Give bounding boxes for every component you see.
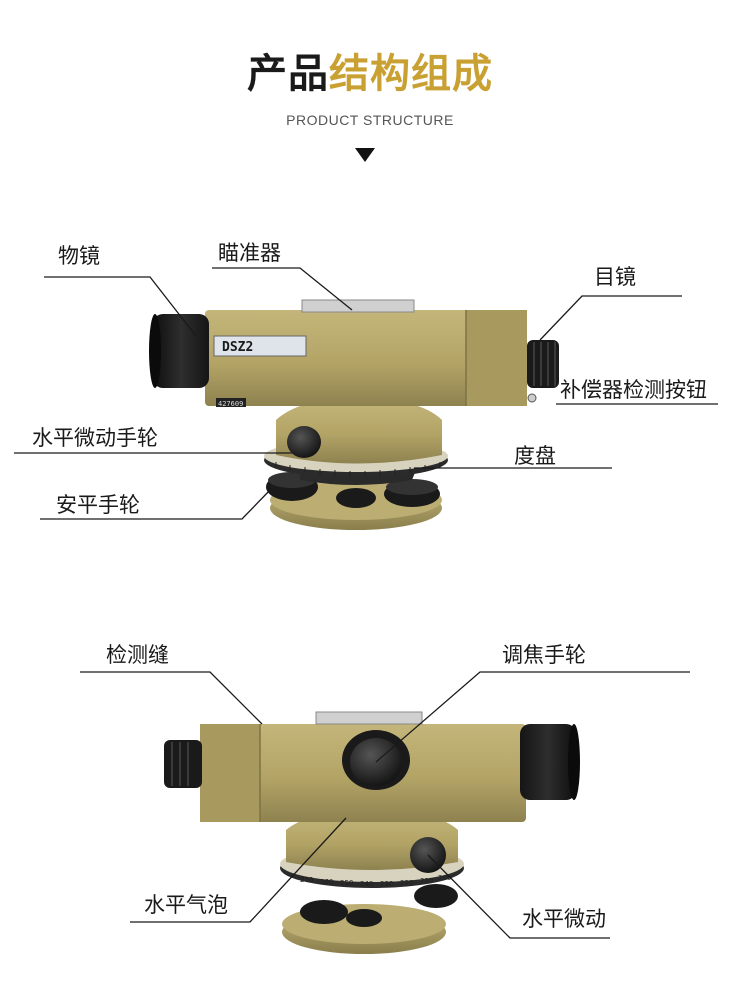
label-horizontal-fine: 水平微动 bbox=[522, 907, 606, 931]
serial-plate-text: 427609 bbox=[218, 400, 243, 408]
label-level-bubble: 水平气泡 bbox=[144, 893, 228, 917]
down-arrow-icon bbox=[355, 148, 375, 162]
eyepiece-bottom bbox=[164, 740, 202, 788]
dial-number: 270 bbox=[300, 876, 313, 884]
model-plate bbox=[213, 335, 307, 357]
page-title: 产品结构组成 bbox=[0, 48, 740, 100]
title-part2: 结构组成 bbox=[329, 51, 493, 97]
model-plate-text: DSZ2 bbox=[222, 340, 253, 355]
bottom-instrument-drawing: 270 260 250 240 230 220 210 200 bbox=[80, 671, 690, 954]
dial-number: 230 bbox=[380, 880, 393, 888]
title-part1: 产品 bbox=[247, 51, 329, 97]
bottom-instrument-view: 270 260 250 240 230 220 210 200 bbox=[0, 560, 740, 1000]
serial-plate bbox=[216, 398, 246, 407]
eyepiece-tube bbox=[527, 340, 559, 388]
bottom-leader-lines bbox=[80, 671, 690, 939]
dial-number: 260 bbox=[320, 878, 333, 886]
label-compensator-button: 补偿器检测按钮 bbox=[560, 378, 707, 402]
dial-number: 250 bbox=[340, 879, 353, 887]
sight-bar bbox=[301, 299, 415, 313]
dial-number: 210 bbox=[420, 877, 433, 885]
top-instrument-view: DSZ2 427609 bbox=[14, 267, 718, 530]
dial-number: 240 bbox=[360, 880, 373, 888]
label-focus-wheel: 调焦手轮 bbox=[502, 643, 586, 667]
horizontal-fine-knob bbox=[287, 426, 321, 458]
top-leader-lines bbox=[14, 267, 718, 520]
label-leveling-wheel: 安平手轮 bbox=[56, 493, 140, 517]
top-instrument-drawing: DSZ2 427609 bbox=[14, 267, 718, 530]
label-horizontal-fine-wheel: 水平微动手轮 bbox=[32, 426, 158, 450]
label-eyepiece: 目镜 bbox=[594, 265, 636, 289]
telescope-body bbox=[205, 310, 527, 406]
compensator-button bbox=[527, 393, 537, 403]
dial-number: 200 bbox=[438, 874, 451, 882]
dial-number: 220 bbox=[400, 879, 413, 887]
label-sight: 瞄准器 bbox=[218, 241, 281, 265]
label-dial: 度盘 bbox=[514, 444, 556, 468]
label-inspection-slot: 检测缝 bbox=[106, 643, 169, 667]
page-subtitle: PRODUCT STRUCTURE bbox=[286, 112, 454, 128]
label-objective: 物镜 bbox=[58, 244, 100, 268]
objective-tube bbox=[153, 314, 209, 388]
